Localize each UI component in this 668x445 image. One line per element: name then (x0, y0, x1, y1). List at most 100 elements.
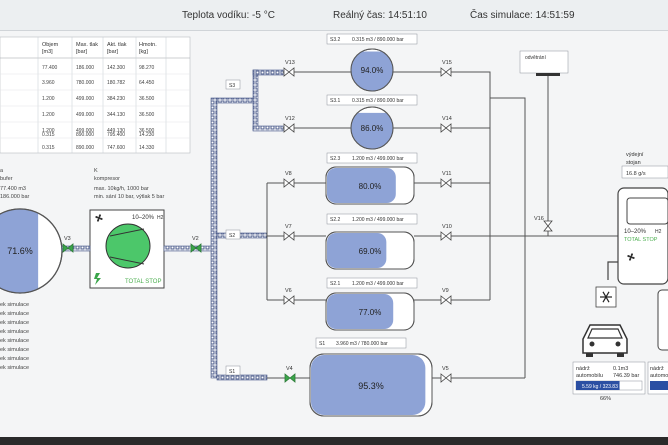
table-cell: 1.200 (42, 96, 55, 102)
pipe-label-s2: S2 (229, 233, 235, 239)
table-cell: 890.000 (76, 145, 94, 151)
valve-v9[interactable]: V9 (440, 288, 452, 305)
tank-spec: 3.960 m3 / 780.000 bar (336, 341, 388, 347)
valve-v16[interactable]: V16 (534, 216, 553, 232)
real-time-clock: Reálný čas: 14:51:10 (333, 10, 427, 21)
valve-label: V7 (285, 224, 292, 230)
valve-label: V14 (442, 116, 452, 122)
sim-list-item[interactable]: ek simulace (0, 329, 29, 335)
tank-fill (327, 294, 394, 329)
col-header-current-pressure-unit: [bar] (107, 49, 118, 55)
valve-label: V4 (286, 366, 293, 372)
valve-v15[interactable]: V15 (440, 60, 452, 77)
hydrogen-temperature: Teplota vodíku: -5 °C (182, 10, 275, 21)
col-header-volume: Objem (42, 42, 59, 48)
table-cell: 795.400 (107, 132, 125, 138)
compressor-gas: H2 (157, 215, 164, 221)
valve-v8[interactable]: V8 (283, 171, 295, 188)
tank-s2-2[interactable]: S2.2 1.200 m3 / 499.000 bar 69.0% (325, 213, 418, 270)
valve-v10[interactable]: V10 (440, 224, 452, 241)
tank-id: S2.3 (330, 156, 341, 162)
sim-list-item[interactable]: ek simulace (0, 347, 29, 353)
valve-label: V13 (285, 60, 295, 66)
screen-bezel (0, 437, 668, 445)
s2-header-pipe (266, 182, 285, 301)
buffer-info-line: 186.000 bar (0, 194, 30, 200)
table-cell: 64.450 (139, 80, 155, 86)
valve-v13[interactable]: V13 (283, 60, 295, 77)
col-header-mass-unit: [kg] (139, 49, 148, 55)
car2-label: nádrž (650, 366, 664, 372)
car-tank-percent: 66% (600, 396, 611, 402)
car-tank-label: automobilu (576, 373, 603, 379)
sim-list-item[interactable]: ek simulace (0, 311, 29, 317)
valve-v12[interactable]: V12 (283, 116, 295, 133)
valve-v4[interactable]: V4 (284, 366, 296, 383)
sim-list-item[interactable]: ek simulace (0, 302, 29, 308)
tank-id: S2.1 (330, 281, 341, 287)
col-header-volume-unit: [m3] (42, 49, 53, 55)
pipe-label-s1: S1 (229, 369, 235, 375)
table-cell: 780.000 (76, 80, 94, 86)
table-cell: 36.500 (139, 128, 155, 134)
tank-spec: 1.200 m3 / 499.000 bar (352, 156, 404, 162)
tank-s2-3[interactable]: S2.3 1.200 m3 / 499.000 bar 80.0% (325, 152, 418, 205)
tank-fill (327, 168, 396, 203)
table-cell: 344.130 (107, 112, 125, 118)
buffer-info-line: bufer (0, 176, 13, 182)
tank-percent: 80.0% (359, 182, 382, 191)
buffer-tank[interactable]: 71.6% (0, 208, 63, 294)
vent: odvětrání (519, 50, 569, 76)
dispenser-stop[interactable]: TOTAL STOP (624, 237, 658, 243)
car-tank-panel: nádrž automobilu 0.1m3 746.39 bar 5.59 k… (572, 361, 646, 402)
col-header-max-pressure-unit: [bar] (76, 49, 87, 55)
valve-v3[interactable]: V3 (62, 236, 74, 253)
table-cell: 1.200 (42, 112, 55, 118)
compressor[interactable]: 10–20% H2 TOTAL STOP (89, 209, 165, 289)
car-tank-label: nádrž (576, 366, 590, 372)
dispenser-rate: 16.8 g/s (626, 171, 646, 177)
valve-v6[interactable]: V6 (283, 288, 295, 305)
dispenser-percent: 10–20% (624, 229, 647, 235)
valve-label: V9 (442, 288, 449, 294)
buffer-info-line: 77.400 m3 (0, 186, 26, 192)
tank-s1[interactable]: S1 3.960 m3 / 780.000 bar 95.3% (309, 337, 433, 417)
dispenser[interactable]: výdejní stojan 16.8 g/s 10–20% H2 TOTAL … (607, 152, 668, 285)
tank-s3-2[interactable]: S3.2 0.315 m3 / 890.000 bar 94.0% (326, 33, 418, 92)
valve-label: V16 (534, 216, 544, 222)
compressor-spec: min. sání 10 bar, výtlak 5 bar (94, 194, 164, 200)
tank-percent: 86.0% (361, 124, 384, 133)
status-bar: Teplota vodíku: -5 °C Reálný čas: 14:51:… (0, 0, 668, 31)
valve-label: V11 (442, 171, 451, 177)
valve-v14[interactable]: V14 (440, 116, 452, 133)
tank-s3-1[interactable]: S3.1 0.315 m3 / 890.000 bar 86.0% (326, 94, 418, 150)
tank-s2-1[interactable]: S2.1 1.200 m3 / 499.000 bar 77.0% (325, 277, 418, 331)
car-tank-bar-text: 5.59 kg / 323.83 bar (582, 384, 627, 390)
compressor-stop[interactable]: TOTAL STOP (125, 279, 161, 285)
table-cell: 98.270 (139, 65, 155, 71)
valve-label: V2 (192, 236, 199, 242)
valve-label: V8 (285, 171, 292, 177)
valve-v5[interactable]: V5 (440, 366, 452, 383)
table-cell: 36.500 (139, 112, 155, 118)
valve-v2[interactable]: V2 (190, 236, 202, 253)
sim-list-item[interactable]: ek simulace (0, 356, 29, 362)
sim-list-item[interactable]: ek simulace (0, 365, 29, 371)
table-cell: 499.000 (76, 96, 94, 102)
col-header-mass: Hmotn. (139, 42, 157, 48)
tank-spec: 0.315 m3 / 890.000 bar (352, 37, 404, 43)
fan-icon (95, 214, 103, 222)
valve-label: V3 (64, 236, 71, 242)
dispenser-title: výdejní (626, 152, 644, 158)
sim-list-item[interactable]: ek simulace (0, 320, 29, 326)
tank-id: S2.2 (330, 217, 341, 223)
sim-list-item[interactable]: ek simulace (0, 338, 29, 344)
table-cell: 14.330 (139, 145, 155, 151)
valve-v11[interactable]: V11 (440, 171, 452, 188)
compressor-subtitle: kompresor (94, 176, 120, 182)
tank-percent: 94.0% (361, 66, 384, 75)
table-cell: 142.300 (107, 65, 125, 71)
valve-v7[interactable]: V7 (283, 224, 295, 241)
